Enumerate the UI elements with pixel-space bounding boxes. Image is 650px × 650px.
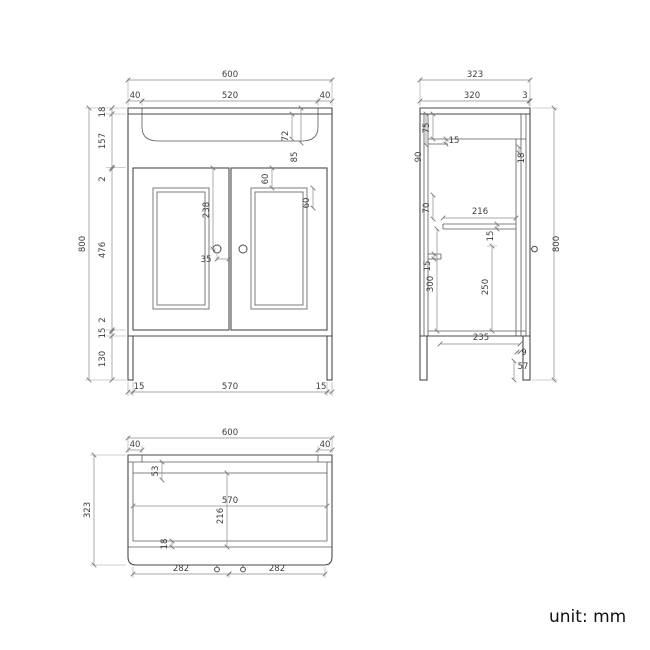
dim-front-base-width: 570 [222,382,238,392]
front-view: 600 40 520 40 18 157 2 476 2 15 130 800 … [78,70,335,396]
dim-side-upper-depth: 90 [414,152,424,163]
dim-front-gap-lower: 2 [98,317,108,322]
dim-front-top-right: 40 [320,91,331,101]
side-door-knob [531,245,538,253]
dim-side-base-depth: 235 [473,333,489,343]
dim-side-back-inset: 18 [517,153,527,164]
dim-side-top-rail: 75 [422,123,432,134]
right-door-knob [238,244,248,254]
unit-label: unit: mm [549,607,626,627]
dim-side-shelf-thickness: 15 [486,231,496,242]
right-door [230,167,328,331]
left-door-panel-outer [152,187,210,310]
plan-dimension-labels: 600 40 40 323 53 570 216 18 282 282 [83,428,330,574]
dim-front-total-height: 800 [78,236,88,252]
dim-side-front-gap: 3 [522,91,527,101]
dim-front-basin-inner: 72 [281,131,291,142]
dim-plan-front-rail: 18 [160,539,170,550]
dim-front-counter: 18 [98,107,108,118]
dim-front-top-left: 40 [130,91,141,101]
front-doors [132,167,328,331]
plan-dimension-lines [90,435,335,578]
dim-plan-back-clearance: 53 [151,466,161,477]
dim-front-handle-h: 35 [201,255,212,265]
side-dimension-lines [417,77,558,383]
dim-plan-handle-left: 282 [173,564,189,574]
dim-front-base-right: 15 [316,382,327,392]
dim-plan-total-depth: 323 [83,502,93,518]
dim-side-total-depth: 323 [467,70,483,80]
front-cabinet-outline [127,107,333,381]
dim-plan-inner-width: 570 [222,496,238,506]
dim-side-rail-thickness: 15 [449,136,460,146]
dim-side-support-thickness: 15 [423,261,433,272]
right-door-panel-inner [254,191,304,306]
dim-front-leg-height: 130 [98,351,108,367]
dim-side-shelf-depth: 216 [472,207,488,217]
dim-front-gap-upper: 2 [98,176,108,181]
dim-plan-right-inset: 40 [320,440,331,450]
dim-plan-handle-right: 282 [269,564,285,574]
front-dimension-lines [85,77,335,396]
side-dimension-labels: 323 320 3 800 75 15 90 18 70 216 15 15 3… [414,70,562,372]
dim-side-body-depth: 320 [464,91,480,101]
plan-outline [127,454,333,573]
right-door-panel-outer [250,187,308,310]
side-view: 323 320 3 800 75 15 90 18 70 216 15 15 3… [414,70,562,383]
plan-view: 600 40 40 323 53 570 216 18 282 282 [83,428,335,578]
front-dimension-labels: 600 40 520 40 18 157 2 476 2 15 130 800 … [78,70,330,392]
dim-side-mid-clearance: 70 [422,203,432,214]
dim-plan-left-inset: 40 [130,440,141,450]
dim-side-leg-offset: 57 [518,362,529,372]
dim-plan-inner-depth: 216 [216,508,226,524]
plan-left-knob [214,566,220,573]
dim-front-panel-top: 60 [261,174,271,185]
dim-front-panel-side: 60 [302,198,312,209]
left-door-panel-inner [156,191,206,306]
dim-side-toe-gap: 9 [521,348,526,358]
dim-front-handle-v: 238 [202,202,212,218]
dim-front-upper: 157 [98,133,108,149]
side-cabinet-outline [419,107,538,381]
basin-outline [141,114,319,142]
dim-front-total-width: 600 [222,70,238,80]
dim-plan-total-width: 600 [222,428,238,438]
dim-side-lower-clearance: 300 [426,276,436,292]
dim-front-door-height: 476 [98,242,108,258]
dim-side-total-height: 800 [552,236,562,252]
dim-front-bottom-rail: 15 [98,328,108,339]
dim-side-shelf-bottom: 250 [481,279,491,295]
plan-right-knob [240,566,246,573]
dim-front-basin-outer: 85 [290,152,300,163]
dim-front-base-left: 15 [134,382,145,392]
dim-front-basin-width: 520 [222,91,238,101]
left-door [132,167,230,331]
